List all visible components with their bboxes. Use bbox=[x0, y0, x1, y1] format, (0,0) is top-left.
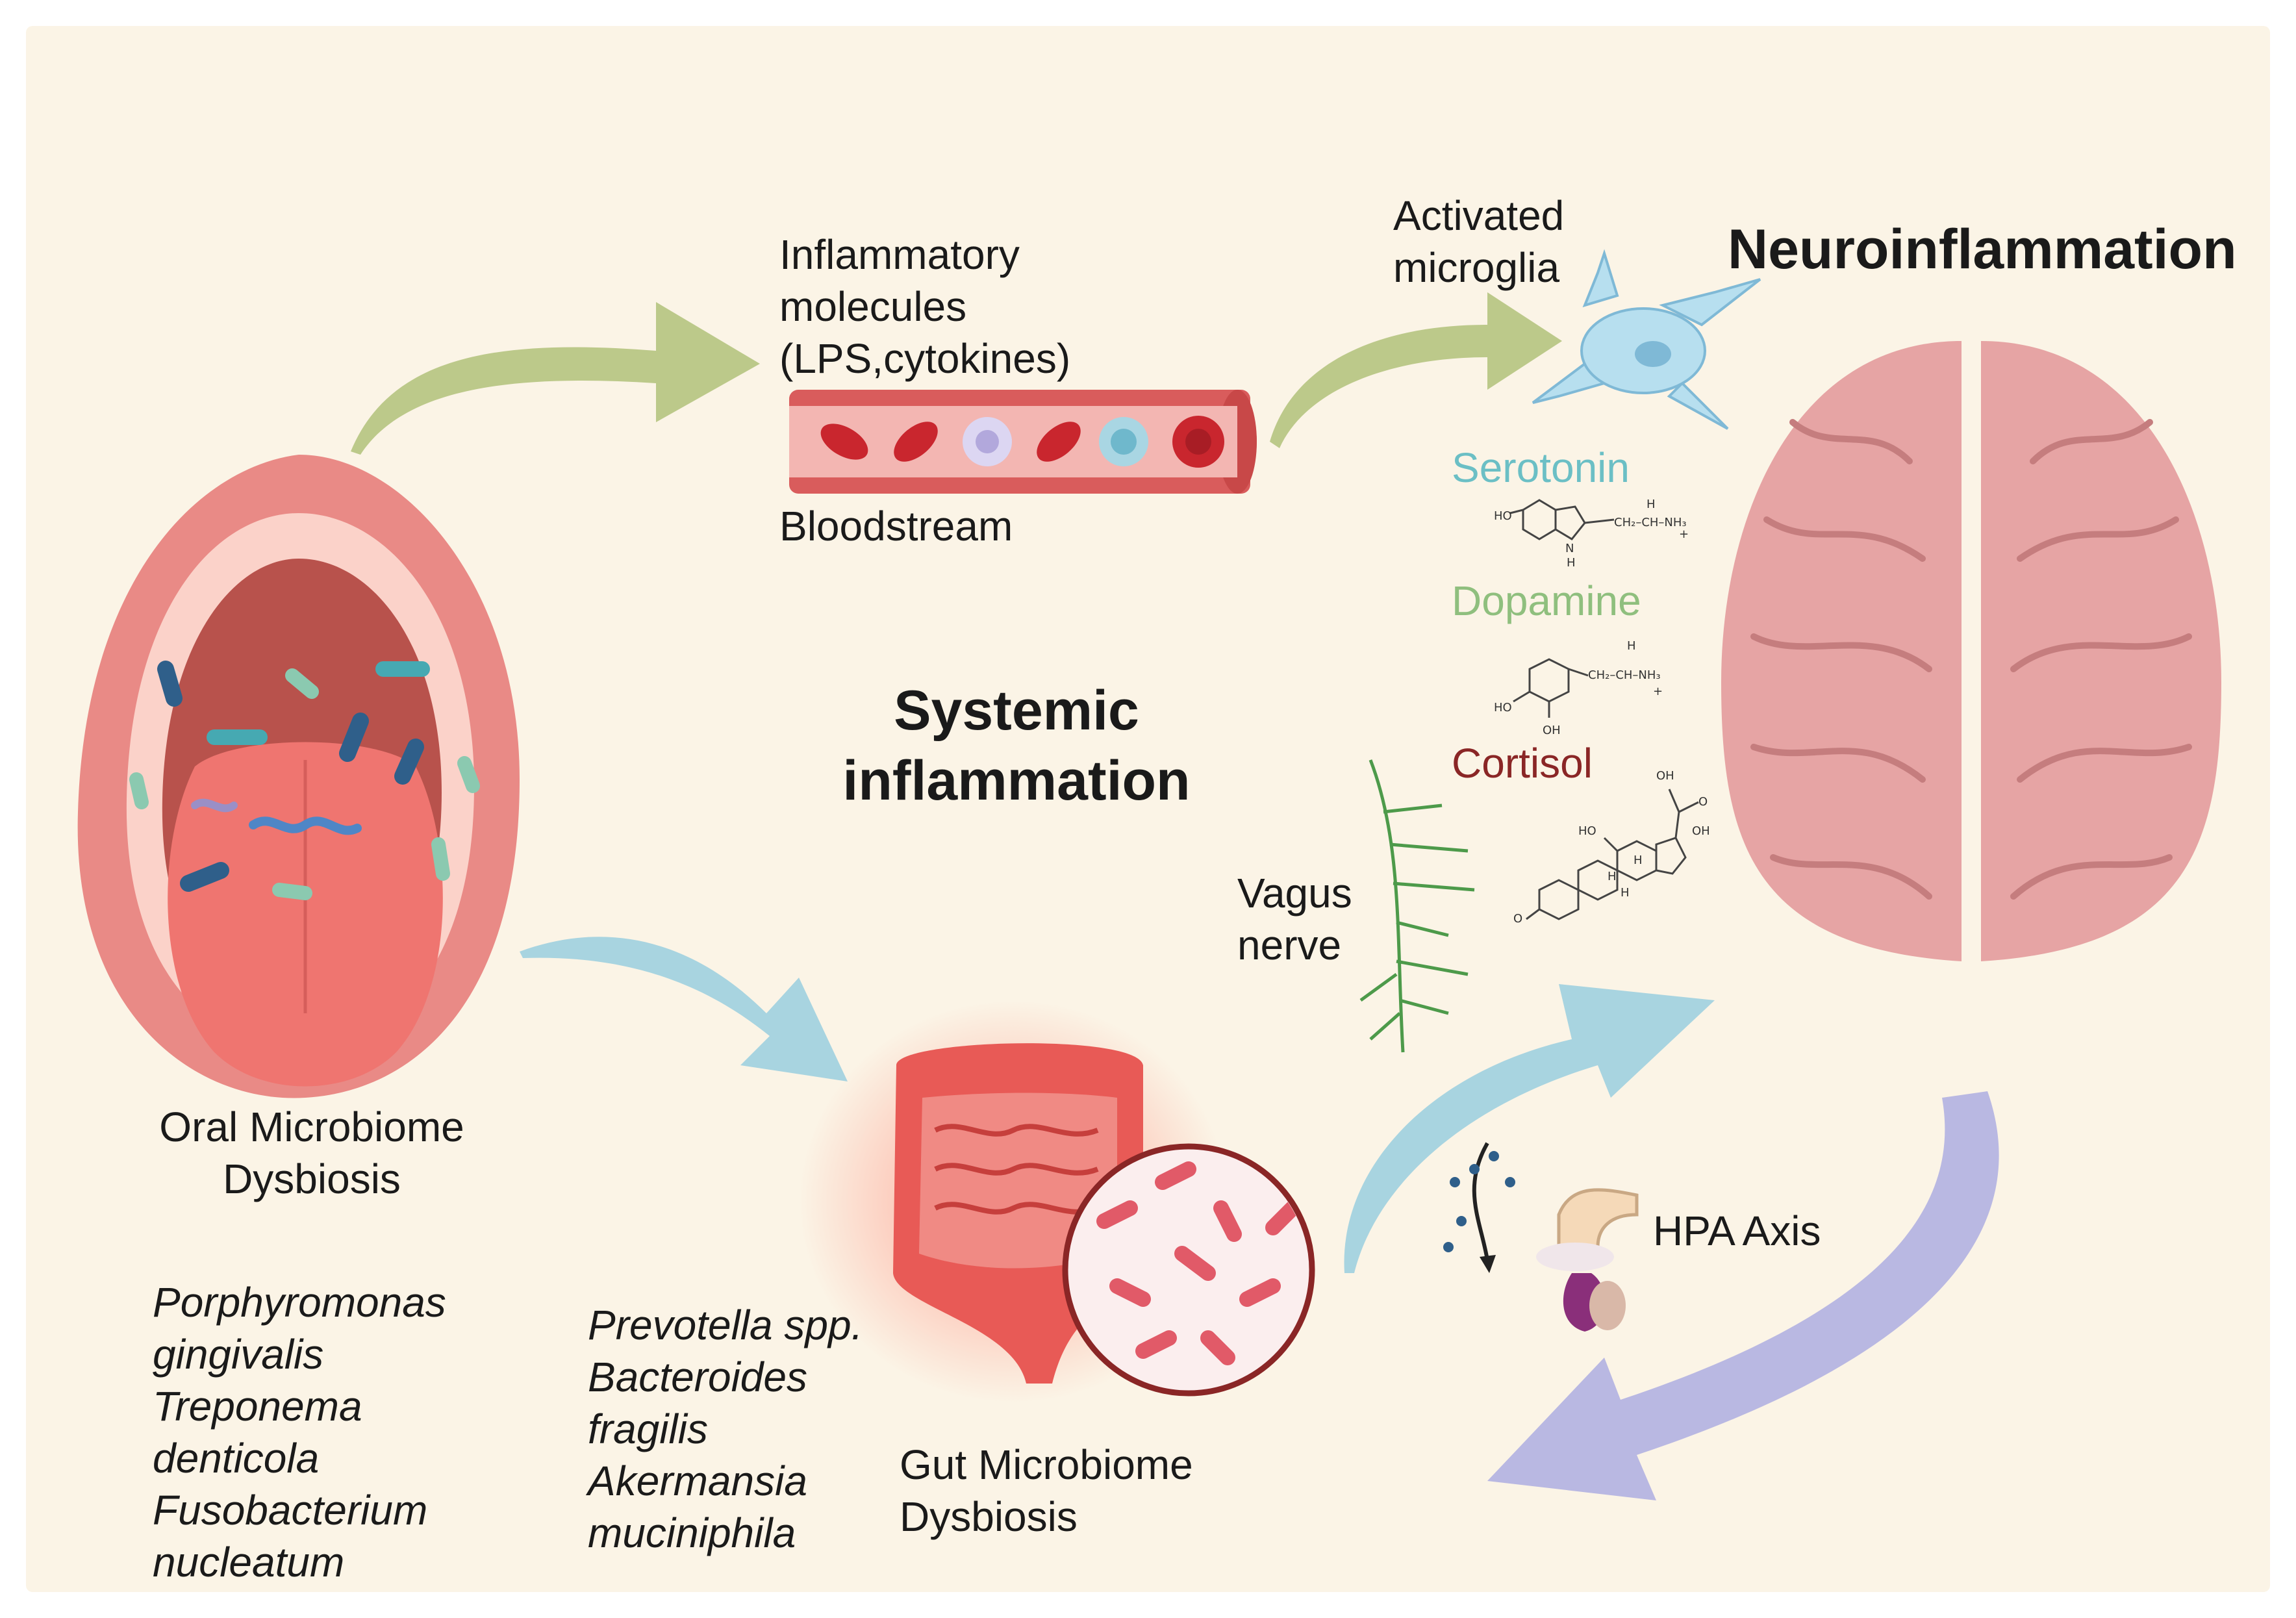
gut-species-item: muciniphila bbox=[588, 1510, 796, 1556]
mouth-illustration bbox=[77, 455, 520, 1098]
gut-species-item: Bacteroides bbox=[588, 1354, 807, 1400]
dopamine-plus-label: + bbox=[1653, 685, 1663, 698]
vagus-line-2: nerve bbox=[1237, 922, 1342, 968]
systemic-line-1: Systemic bbox=[894, 679, 1139, 742]
microglia-line-2: microglia bbox=[1393, 244, 1560, 291]
gut-line-1: Gut Microbiome bbox=[900, 1441, 1193, 1488]
neuroinflammation-title: Neuroinflammation bbox=[1728, 218, 2237, 281]
arrow-gut-to-brain bbox=[1344, 984, 1715, 1273]
dopamine-chain-label: CH₂–CH–NH₃ bbox=[1588, 668, 1661, 682]
cortisol-ohside-label: OH bbox=[1692, 824, 1710, 838]
gut-species-item: fragilis bbox=[588, 1406, 708, 1452]
serotonin-plus-label: + bbox=[1679, 527, 1689, 541]
systemic-line-2: inflammation bbox=[842, 750, 1191, 812]
oral-species-item: gingivalis bbox=[153, 1331, 324, 1378]
dopamine-h-label: H bbox=[1627, 639, 1636, 653]
serotonin-htop-label: H bbox=[1646, 498, 1656, 511]
dopamine-oh-label: OH bbox=[1543, 724, 1561, 737]
inflammatory-line-2: molecules bbox=[779, 283, 967, 330]
oral-species-item: Treponema bbox=[153, 1383, 362, 1430]
oral-species-item: nucleatum bbox=[153, 1539, 345, 1586]
vagus-nerve-icon bbox=[1359, 759, 1475, 1053]
gut-line-2: Dysbiosis bbox=[900, 1493, 1078, 1540]
gut-species-item: Akermansia bbox=[588, 1458, 807, 1504]
inflammatory-molecules-label: Inflammatory molecules (LPS,cytokines) bbox=[779, 229, 1070, 385]
cortisol-oring-label: O bbox=[1513, 912, 1522, 926]
serotonin-chain-label: CH₂–CH–NH₃ bbox=[1614, 516, 1687, 529]
cortisol-ho-label: HO bbox=[1578, 824, 1596, 838]
cortisol-ohtop-label: OH bbox=[1656, 769, 1674, 783]
cortisol-structure: OH O HO OH O H H H bbox=[1513, 769, 1710, 926]
bloodstream-label: Bloodstream bbox=[779, 503, 1013, 550]
oral-line-2: Dysbiosis bbox=[223, 1156, 401, 1202]
microglia-line-1: Activated bbox=[1393, 192, 1565, 239]
serotonin-n-label: N bbox=[1565, 542, 1574, 555]
dopamine-ho-label: HO bbox=[1494, 701, 1512, 714]
oral-microbiome-label: Oral Microbiome Dysbiosis bbox=[149, 1101, 474, 1205]
bloodstream-vessel bbox=[789, 390, 1257, 494]
inflammatory-line-1: Inflammatory bbox=[779, 231, 1020, 278]
gut-microbiome-label: Gut Microbiome Dysbiosis bbox=[900, 1439, 1193, 1543]
arrow-mouth-to-bloodstream bbox=[351, 302, 760, 455]
cortisol-h2-label: H bbox=[1634, 853, 1643, 867]
activated-microglia-label: Activated microglia bbox=[1393, 190, 1564, 294]
vagus-line-1: Vagus bbox=[1237, 870, 1352, 916]
arrow-mouth-to-gut bbox=[520, 937, 848, 1081]
hpa-axis-icon bbox=[1443, 1142, 1639, 1332]
vagus-nerve-label: Vagus nerve bbox=[1237, 867, 1352, 971]
cortisol-h1-label: H bbox=[1608, 870, 1617, 883]
arrow-brain-to-gut bbox=[1487, 1091, 1999, 1500]
cortisol-oket-label: O bbox=[1698, 795, 1708, 809]
cortisol-label: Cortisol bbox=[1452, 740, 1593, 787]
serotonin-label: Serotonin bbox=[1452, 444, 1630, 491]
serotonin-ho-label: HO bbox=[1494, 509, 1512, 523]
oral-species-item: Porphyromonas bbox=[153, 1279, 446, 1326]
dopamine-label: Dopamine bbox=[1452, 577, 1641, 624]
serotonin-h-label: H bbox=[1567, 556, 1576, 570]
brain-illustration bbox=[1721, 341, 2221, 961]
oral-species-item: denticola bbox=[153, 1435, 320, 1482]
bacteria-magnifier-icon bbox=[1062, 1143, 1315, 1397]
serotonin-structure: HO N H CH₂–CH–NH₃ H + bbox=[1494, 498, 1689, 570]
systemic-inflammation-title: Systemic inflammation bbox=[838, 676, 1195, 816]
gut-species-item: Prevotella spp. bbox=[588, 1302, 863, 1348]
oral-species-item: Fusobacterium bbox=[153, 1487, 428, 1534]
hpa-axis-label: HPA Axis bbox=[1653, 1207, 1821, 1254]
inflammatory-line-3: (LPS,cytokines) bbox=[779, 335, 1071, 382]
oral-line-1: Oral Microbiome bbox=[159, 1104, 464, 1150]
microglia-cell-icon bbox=[1532, 249, 1761, 430]
oral-species-list: Porphyromonas gingivalis Treponema denti… bbox=[153, 1276, 446, 1588]
gut-species-list: Prevotella spp. Bacteroides fragilis Ake… bbox=[588, 1299, 863, 1559]
arrow-bloodstream-to-microglia bbox=[1270, 292, 1562, 448]
cortisol-h3-label: H bbox=[1621, 886, 1630, 900]
dopamine-structure: HO OH H CH₂–CH–NH₃ + bbox=[1494, 639, 1663, 737]
